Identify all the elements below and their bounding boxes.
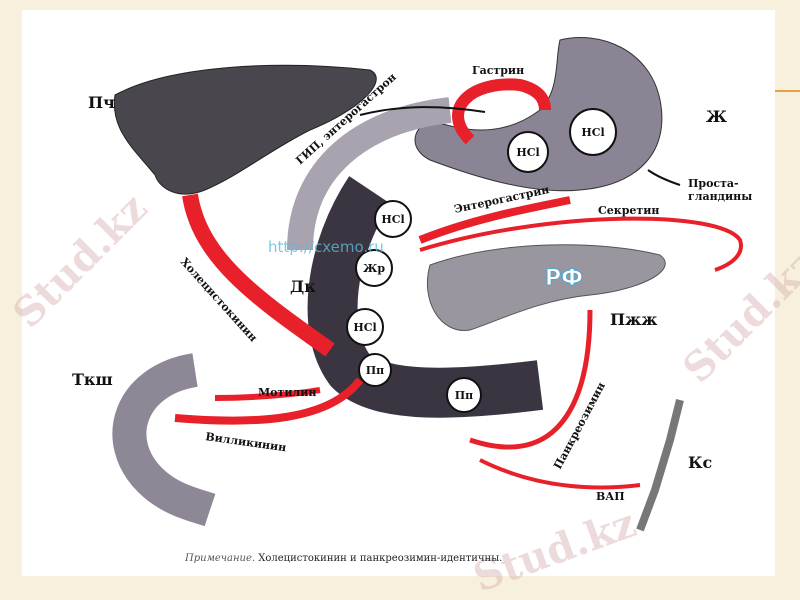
small-intestine-shape — [112, 353, 216, 527]
fat-circle: Жр — [355, 249, 393, 287]
svg-text:Пп: Пп — [455, 389, 473, 402]
pancreas-shape — [426, 244, 666, 331]
svg-text:HCl: HCl — [381, 213, 404, 226]
hcl-circle: HCl — [569, 108, 617, 156]
label-vip: ВАП — [596, 490, 625, 503]
vip-arrow — [479, 458, 641, 490]
caption: Примечание. Холецистокинин и панкреозими… — [185, 553, 502, 564]
svg-text:Жр: Жр — [363, 262, 385, 275]
villikinin-arrow — [174, 377, 364, 425]
label-prostaglandins-1: Проста- — [688, 177, 739, 190]
caption-text: Холецистокинин и панкреозимин-идентичны. — [258, 553, 503, 564]
label-villikinin: Вилликинин — [205, 430, 288, 454]
prostaglandin-arrow — [647, 169, 681, 186]
svg-text:Пп: Пп — [366, 364, 384, 377]
label-motilin: Мотилин — [258, 386, 316, 399]
watermark-url: http://cxemo.ru — [268, 238, 384, 256]
peptone-circle: Пп — [358, 353, 392, 387]
watermark: Stud.kz — [674, 239, 800, 392]
liver-shape — [113, 64, 377, 195]
gip-arrow — [359, 106, 486, 116]
watermark-logo: РФ — [545, 266, 583, 291]
caption-prefix: Примечание. — [185, 553, 256, 564]
label-gastrin: Гастрин — [472, 64, 524, 77]
watermark: Stud.kz — [467, 500, 642, 600]
label-stomach: Ж — [706, 107, 727, 126]
svg-text:HCl: HCl — [353, 321, 376, 334]
watermark: Stud.kz — [4, 184, 157, 337]
svg-text:HCl: HCl — [516, 146, 539, 159]
hcl-circle: HCl — [374, 200, 412, 238]
cholecystokinin-arrow — [182, 193, 335, 357]
enterogastrin-arrow — [418, 196, 571, 244]
hormone-arrows — [174, 78, 743, 490]
label-prostaglandins-2: гландины — [688, 190, 752, 203]
pancreozymin-arrow — [469, 309, 593, 450]
label-duodenum: Дк — [290, 277, 316, 296]
label-vessel: Кс — [688, 453, 713, 472]
svg-text:HCl: HCl — [581, 126, 604, 139]
peptone-circle: Пп — [446, 377, 482, 413]
motilin-arrow — [214, 387, 321, 401]
accent-line — [775, 90, 800, 92]
label-pancreas: Пжж — [610, 310, 657, 329]
label-secretin: Секретин — [598, 204, 659, 217]
hcl-circle: HCl — [346, 308, 384, 346]
vessel-shape — [636, 399, 684, 532]
gip-channel — [287, 97, 452, 251]
gastrin-arrow — [452, 78, 551, 145]
secretin-arrow — [419, 216, 743, 272]
label-small-intestine: Ткш — [72, 370, 113, 389]
label-liver: Пч — [88, 93, 115, 112]
hcl-circle: HCl — [507, 131, 549, 173]
